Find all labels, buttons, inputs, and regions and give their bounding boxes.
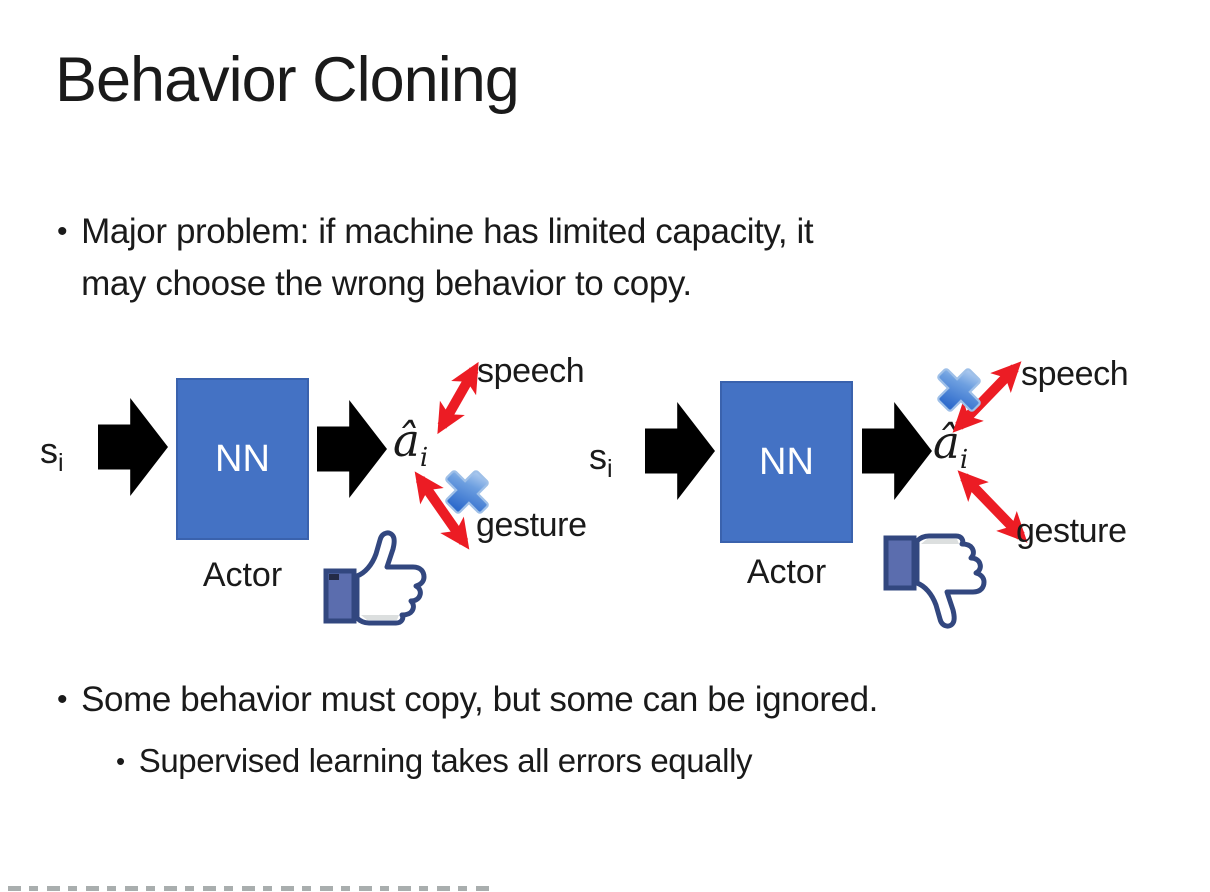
- left-speech-label: speech: [477, 352, 585, 390]
- left-gesture-label: gesture: [476, 506, 587, 544]
- bullet-supervised-learning: • Supervised learning takes all errors e…: [116, 740, 753, 782]
- left-action-label: âi: [393, 414, 429, 473]
- thumbs-down-icon: [883, 533, 987, 629]
- left-cross-out-icon: [445, 470, 489, 514]
- bullet-some-behavior-text: Some behavior must copy, but some can be…: [81, 680, 878, 719]
- right-state-label: si: [589, 436, 613, 484]
- left-input-arrow-icon: [98, 398, 168, 496]
- right-input-arrow-icon: [645, 402, 715, 500]
- bullet-glyph: •: [116, 746, 125, 776]
- right-actor-label: Actor: [746, 553, 827, 591]
- right-nn-label: NN: [759, 440, 814, 483]
- bullet-some-behavior: • Some behavior must copy, but some can …: [57, 678, 878, 722]
- right-output-arrow-icon: [862, 402, 932, 500]
- right-cross-out-icon: [937, 368, 981, 412]
- left-output-arrow-icon: [317, 400, 387, 498]
- left-nn-box: NN: [176, 378, 309, 540]
- left-actor-label: Actor: [202, 556, 283, 594]
- right-speech-arrow-icon: [952, 361, 1022, 433]
- right-nn-box: NN: [720, 381, 853, 543]
- thumbs-up-icon: [323, 530, 427, 626]
- slide-title: Behavior Cloning: [55, 45, 520, 115]
- bullet-supervised-learning-text: Supervised learning takes all errors equ…: [138, 742, 753, 779]
- bullet-glyph: •: [57, 683, 68, 716]
- left-speech-arrow-icon: [437, 361, 479, 435]
- bullet-major-problem-text: Major problem: if machine has limited ca…: [81, 212, 814, 303]
- left-gesture-arrow-icon: [414, 471, 470, 550]
- bullet-glyph: •: [57, 215, 68, 248]
- slide-bottom-crop-artifact: [8, 886, 490, 891]
- bullet-major-problem: • Major problem: if machine has limited …: [57, 206, 814, 310]
- right-speech-label: speech: [1021, 355, 1129, 393]
- left-state-label: si: [40, 430, 64, 478]
- right-gesture-label: gesture: [1016, 512, 1127, 550]
- left-nn-label: NN: [215, 437, 270, 480]
- right-gesture-arrow-icon: [957, 470, 1028, 543]
